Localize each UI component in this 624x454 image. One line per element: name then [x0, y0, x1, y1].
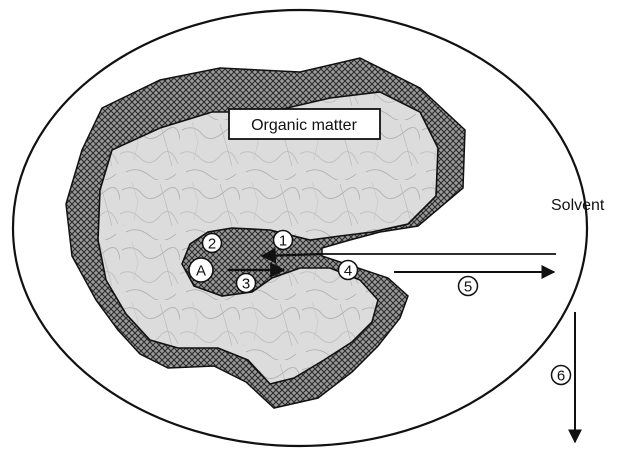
svg-text:3: 3: [242, 276, 250, 293]
step-5-marker: 5: [459, 277, 478, 296]
solvent-label: Solvent: [551, 197, 605, 214]
step-2-marker: 2: [203, 234, 222, 253]
step-1-marker: 1: [274, 231, 293, 250]
svg-text:4: 4: [344, 263, 352, 280]
svg-text:5: 5: [464, 279, 472, 296]
svg-text:Organic matter: Organic matter: [251, 117, 357, 134]
svg-text:1: 1: [279, 233, 287, 250]
svg-text:A: A: [196, 263, 206, 280]
step-6-marker: 6: [552, 366, 571, 385]
organic-matter-label: Organic matter: [229, 109, 380, 139]
step-4-marker: 4: [339, 261, 358, 280]
svg-text:2: 2: [208, 236, 216, 253]
step-3-marker: 3: [237, 274, 256, 293]
analyte-marker: A: [189, 258, 213, 282]
svg-text:6: 6: [557, 368, 565, 385]
